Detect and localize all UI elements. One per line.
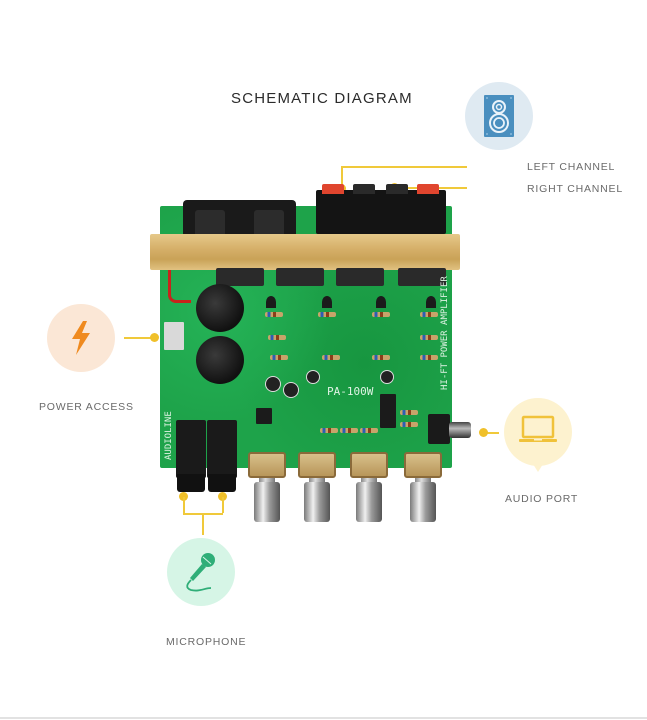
mic-jack-collar (177, 474, 205, 492)
resistor (372, 312, 390, 317)
audio-input-port-barrel (449, 422, 471, 438)
small-capacitor (380, 370, 394, 384)
resistor (420, 312, 438, 317)
resistor (340, 428, 358, 433)
mic-jack-collar (208, 474, 236, 492)
right-channel-label: RIGHT CHANNEL (527, 183, 623, 195)
microphone-icon (186, 553, 215, 592)
power-dot (150, 333, 159, 342)
audio-connector (485, 432, 499, 434)
power-callout-circle (47, 304, 115, 372)
resistor (372, 355, 390, 360)
terminal-key-red-1 (322, 184, 344, 194)
terminal-key-black-2 (386, 184, 408, 194)
resistor (420, 335, 438, 340)
mic-dot-right (218, 492, 227, 501)
volume-knob-1[interactable] (254, 482, 280, 522)
mic-connector-stem (202, 513, 204, 535)
power-input-connector (164, 322, 184, 350)
heatsink-bar (150, 234, 460, 270)
volume-knob-3[interactable] (356, 482, 382, 522)
audio-input-port (428, 414, 450, 444)
mic-input-jack-right (207, 420, 237, 478)
resistor (320, 428, 338, 433)
laptop-icon (519, 415, 557, 442)
resistor (322, 355, 340, 360)
small-transistor (376, 296, 386, 308)
audio-port-label: AUDIO PORT (505, 493, 579, 505)
board-side-text-right: HI-FT POWER AMPLIFIER (440, 276, 450, 390)
laptop-icon-wrap (518, 413, 558, 447)
bottom-divider (0, 717, 647, 719)
filter-capacitor (196, 284, 244, 332)
speaker-terminal-block (316, 184, 446, 234)
power-connector (124, 337, 154, 339)
board-side-text-left: AUDIOLINE (164, 411, 174, 460)
diagram-title-text: SCHEMATIC DIAGRAM (231, 90, 413, 107)
resistor (270, 355, 288, 360)
left-channel-label: LEFT CHANNEL (527, 161, 616, 173)
power-transistor (336, 268, 384, 286)
power-wire (168, 270, 191, 303)
terminal-key-black-1 (353, 184, 375, 194)
power-transistor (276, 268, 324, 286)
resistor (420, 355, 438, 360)
power-transistor (216, 268, 264, 286)
mic-dot-left (179, 492, 188, 501)
resistor (360, 428, 378, 433)
potentiometer (350, 452, 388, 478)
audio-callout-pin-tip (528, 456, 548, 472)
board-model-text: PA-100W (327, 385, 374, 398)
resistor (318, 312, 336, 317)
resistor (268, 335, 286, 340)
ic-chip (380, 394, 396, 428)
speaker-callout-circle (465, 82, 533, 150)
small-transistor (266, 296, 276, 308)
mic-connector-right-v (222, 497, 224, 513)
audio-dot (479, 428, 488, 437)
potentiometer (248, 452, 286, 478)
lightning-bolt-icon (72, 321, 90, 355)
volume-knob-4[interactable] (410, 482, 436, 522)
resistor (400, 422, 418, 427)
small-transistor (322, 296, 332, 308)
potentiometer (298, 452, 336, 478)
power-access-label: POWER ACCESS (39, 401, 134, 413)
small-capacitor (283, 382, 299, 398)
small-transistor (426, 296, 436, 308)
volume-knob-2[interactable] (304, 482, 330, 522)
op-amp-chip (256, 408, 272, 424)
small-capacitor (265, 376, 281, 392)
power-transistor (398, 268, 446, 286)
microphone-callout-circle (167, 538, 235, 606)
small-capacitor (306, 370, 320, 384)
mic-connector-left-v (183, 497, 185, 513)
resistor (265, 312, 283, 317)
microphone-label: MICROPHONE (166, 636, 247, 648)
resistor (400, 410, 418, 415)
potentiometer (404, 452, 442, 478)
left-channel-connector-v (341, 166, 343, 188)
terminal-key-red-2 (417, 184, 439, 194)
audio-callout-pin (504, 398, 572, 466)
mic-input-jack-left (176, 420, 206, 478)
filter-capacitor (196, 336, 244, 384)
left-channel-connector-h (341, 166, 467, 168)
speaker-icon (484, 95, 514, 137)
